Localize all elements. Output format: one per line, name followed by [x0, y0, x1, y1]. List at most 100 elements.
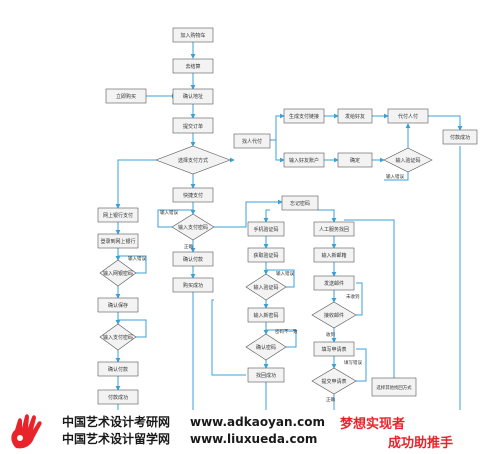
label-not-received: 未收到	[346, 293, 360, 300]
edge-forgot-manual	[318, 209, 337, 223]
url-1[interactable]: www.adkaoyan.com	[190, 415, 325, 429]
node-pay-pw: 输入支付密码	[103, 334, 133, 341]
label-input-error-top: 输入错误	[386, 173, 404, 180]
node-confirm-address: 确认地址	[183, 93, 203, 100]
edge-captcha-retry-mid	[266, 269, 295, 288]
node-confirm-pay-box	[172, 251, 214, 267]
node-get-captcha-box	[247, 247, 285, 263]
node-add-cart: 加入购物车	[180, 32, 205, 39]
node-buy-now-box	[105, 88, 147, 104]
hand-logo-icon	[11, 414, 42, 449]
node-submit-order-box	[172, 117, 214, 134]
edge-submit-retry	[356, 348, 367, 382]
node-confirm-pay: 确认付款	[183, 256, 203, 263]
node-confirm-new: 确认密码	[256, 344, 276, 351]
node-choose-payment: 选择支付方式	[178, 157, 208, 164]
connectors	[115, 42, 463, 410]
node-find-success-box	[247, 367, 285, 383]
node-captcha-top: 输入验证码	[395, 157, 420, 164]
node-checkout: 去结算	[185, 63, 200, 70]
node-left-success-box	[97, 389, 139, 405]
node-confirm-new-shape	[245, 333, 287, 361]
edge-code-retry	[157, 209, 193, 228]
label-input-error-phone: 输入错误	[276, 270, 294, 277]
node-checkout-box	[172, 58, 214, 74]
edge-other-split	[270, 113, 285, 141]
nodes: 加入购物车 去结算 立即购买 确认地址 提交订单 选择支付方式 找人代付 生成支…	[97, 27, 478, 405]
label-correct-mid: 正确	[184, 243, 193, 250]
node-submit-statement: 提交申请表	[321, 378, 346, 385]
node-forgot-pw-box	[281, 195, 319, 211]
edge-mismatch-retry	[266, 329, 297, 348]
node-pay-by-other-box	[233, 133, 271, 149]
node-buy-success-box	[172, 277, 214, 293]
node-login-bank-box	[97, 233, 139, 249]
node-pay-code: 输入支付密码	[178, 224, 208, 231]
node-login-bank: 登录到网上银行	[100, 238, 135, 245]
node-gen-link: 生成支付链接	[289, 113, 319, 120]
url-2[interactable]: www.liuxueda.com	[190, 432, 318, 446]
node-forgot-pw: 忘记密码	[290, 200, 310, 207]
node-new-pw-box	[247, 307, 285, 323]
node-confirm-save-box	[97, 297, 139, 313]
node-choose-other: 选择其他找回方式	[376, 384, 412, 391]
label-fill-error: 填写错误	[344, 359, 362, 366]
node-friend-account-box	[283, 152, 325, 168]
site-cn-2: 中国艺术设计留学网	[62, 432, 171, 446]
node-phone-captcha-box	[247, 221, 285, 237]
edge-receive-retry	[356, 282, 363, 316]
node-send-email-box	[313, 275, 355, 291]
node-left-success: 付款成功	[108, 394, 128, 401]
node-phone-captcha: 手机验证码	[253, 226, 278, 233]
node-gen-link-box	[283, 108, 325, 124]
node-send-email: 发送邮件	[324, 280, 344, 287]
edge-payer-success	[428, 115, 463, 131]
node-fill-statement-box	[313, 341, 355, 357]
node-quick-pay-box	[172, 187, 214, 203]
node-new-phone-box	[313, 247, 355, 263]
node-captcha-mid: 输入验证码	[253, 284, 278, 291]
edge-other-friend	[275, 140, 285, 163]
node-captcha-top-shape	[383, 147, 433, 173]
node-manual: 人工服务找回	[319, 226, 349, 233]
edge-forgot-phone	[263, 209, 270, 223]
node-manual-box	[313, 221, 355, 237]
node-pay-pw-shape	[99, 323, 137, 351]
node-payer-pays: 代付人付	[398, 113, 418, 120]
node-get-captcha: 获取验证码	[253, 252, 278, 259]
node-pay-success-left-box	[97, 361, 139, 377]
edge-choose-other-up	[344, 219, 395, 378]
edge-paypw-retry	[118, 319, 147, 338]
node-captcha-mid-shape	[245, 273, 287, 301]
node-bank-pw: 输入网银密码	[103, 270, 133, 277]
node-confirm-save: 确认保存	[108, 302, 128, 309]
node-online-bank-box	[97, 207, 139, 223]
node-buy-success: 购买成功	[183, 282, 203, 289]
node-pay-success-left: 确认付款	[108, 366, 128, 373]
node-receive-email: 接收邮件	[324, 312, 344, 319]
node-pay-success-right-box	[442, 129, 478, 145]
node-pay-by-other: 找人代付	[242, 138, 262, 145]
node-receive-email-shape	[311, 301, 357, 329]
site-urls: www.adkaoyan.com www.liuxueda.com	[190, 414, 325, 448]
node-fill-statement: 填写申请表	[321, 346, 346, 353]
node-friend-account: 输入好友账户	[289, 157, 319, 164]
node-new-phone: 输入新邮箱	[321, 252, 346, 259]
node-find-success: 找回成功	[256, 372, 276, 379]
node-choose-payment-shape	[155, 145, 231, 175]
footer-banner: 中国艺术设计考研网 中国艺术设计留学网 www.adkaoyan.com www…	[0, 410, 480, 454]
node-send-friend-box	[337, 108, 373, 124]
node-confirm-top-box	[337, 152, 373, 168]
node-payer-pays-box	[387, 108, 429, 124]
slogan-1: 梦想实现者	[340, 417, 406, 432]
node-quick-pay: 快捷支付	[183, 192, 203, 199]
edge-choose-bank	[115, 159, 156, 209]
node-send-friend: 发给好友	[345, 113, 365, 120]
node-confirm-top: 确定	[350, 157, 360, 164]
node-pay-success-right: 付款成功	[450, 134, 470, 141]
node-choose-other-box	[371, 377, 417, 397]
label-correct-bottom: 正确	[326, 396, 335, 403]
site-names: 中国艺术设计考研网 中国艺术设计留学网	[62, 414, 170, 448]
label-pw-mismatch: 密码不一致	[275, 328, 298, 335]
